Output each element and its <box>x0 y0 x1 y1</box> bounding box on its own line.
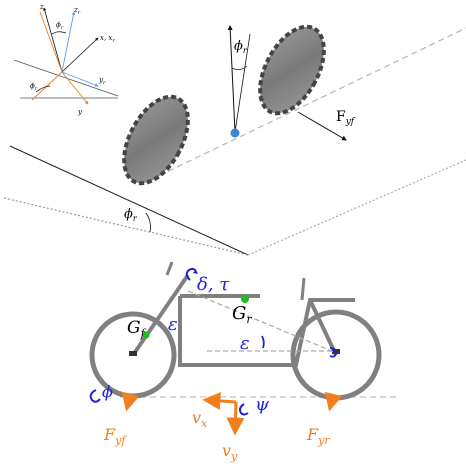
roll-phi-label: ϕ <box>102 382 113 401</box>
inset-phi-arc-left <box>35 85 51 93</box>
z-r-axis <box>61 11 76 73</box>
rear-tire-tilted <box>122 94 190 186</box>
front-cog-point <box>142 331 150 339</box>
handlebar <box>165 261 174 276</box>
upper-phi-label: ϕr <box>234 39 248 55</box>
inset-phi-arc-top <box>51 31 67 35</box>
steer-label: δ, τ <box>197 274 230 295</box>
yaw-rotation-icon <box>239 403 249 416</box>
ground-phi-label: ϕr <box>124 207 138 223</box>
lean-reference-line <box>234 33 251 133</box>
ground-line-dotted <box>3 197 249 256</box>
epsilon-arc <box>261 335 265 349</box>
inset-phi-left-label: ϕr <box>30 82 38 92</box>
scooter-frame <box>178 296 355 367</box>
front-tire-tilted <box>258 24 326 116</box>
rear-cog-label: Gr <box>232 303 252 326</box>
yaw-psi-label: ψ <box>255 394 270 415</box>
inset-coordinate-axes: z zr x, xr yr y ϕr ϕr <box>13 3 119 116</box>
ground-line-solid <box>9 145 249 256</box>
z-r-label: zr <box>73 6 81 16</box>
y-r-axis <box>61 71 99 87</box>
lateral-force-label: Fyf <box>336 109 356 127</box>
steer-rotation-icon <box>185 267 197 281</box>
seat-post <box>300 277 306 301</box>
y-axis <box>61 71 89 105</box>
steer-rotation-arrowhead <box>193 270 198 274</box>
x-axis <box>61 37 99 73</box>
vertical-reference-line <box>227 25 236 133</box>
vy-arrow <box>226 401 245 436</box>
front-fork <box>131 273 190 357</box>
rear-lateral-force-label: Fyr <box>306 425 330 447</box>
roll-rotation-icon <box>89 389 101 403</box>
front-lateral-force-arrow <box>121 391 140 412</box>
ground-phi-arc <box>145 212 151 233</box>
vx-label: vx <box>192 408 208 430</box>
front-axle <box>129 351 137 356</box>
inset-ray-orange-a <box>39 11 63 73</box>
epsilon-front-label: ε <box>168 314 178 335</box>
inset-ground-line-a <box>13 59 119 97</box>
epsilon-mid-label: ε <box>240 333 250 354</box>
rear-cog-point <box>241 295 249 303</box>
z-label: z <box>39 3 44 11</box>
z-axis <box>43 7 63 73</box>
rear-rotation-icon <box>329 347 337 358</box>
lean-plane-dashed-line <box>149 27 466 181</box>
ground-line-dotted-right <box>247 159 466 256</box>
front-contact-point <box>230 128 240 138</box>
inset-phi-top-label: ϕr <box>56 21 64 31</box>
wheelbase-dashed-line <box>187 290 335 353</box>
front-lateral-force-label: Fyf <box>103 425 127 447</box>
tilt-view: ϕr ϕr Fyf <box>3 24 466 256</box>
rear-strut <box>308 299 338 356</box>
lateral-force-arrow <box>297 111 347 141</box>
y-label: y <box>77 108 83 116</box>
side-view: δ, τ Gf Gr ε ε ϕ ψ vx vy Fyf Fyr <box>89 261 400 463</box>
rear-lateral-force-arrow <box>324 391 343 412</box>
upper-phi-arc <box>231 65 248 70</box>
y-r-label: yr <box>98 76 106 86</box>
x-xr-label: x, xr <box>100 34 115 44</box>
front-cog-label: Gf <box>127 318 147 340</box>
vy-label: vy <box>222 441 238 463</box>
vx-arrow <box>202 391 237 410</box>
